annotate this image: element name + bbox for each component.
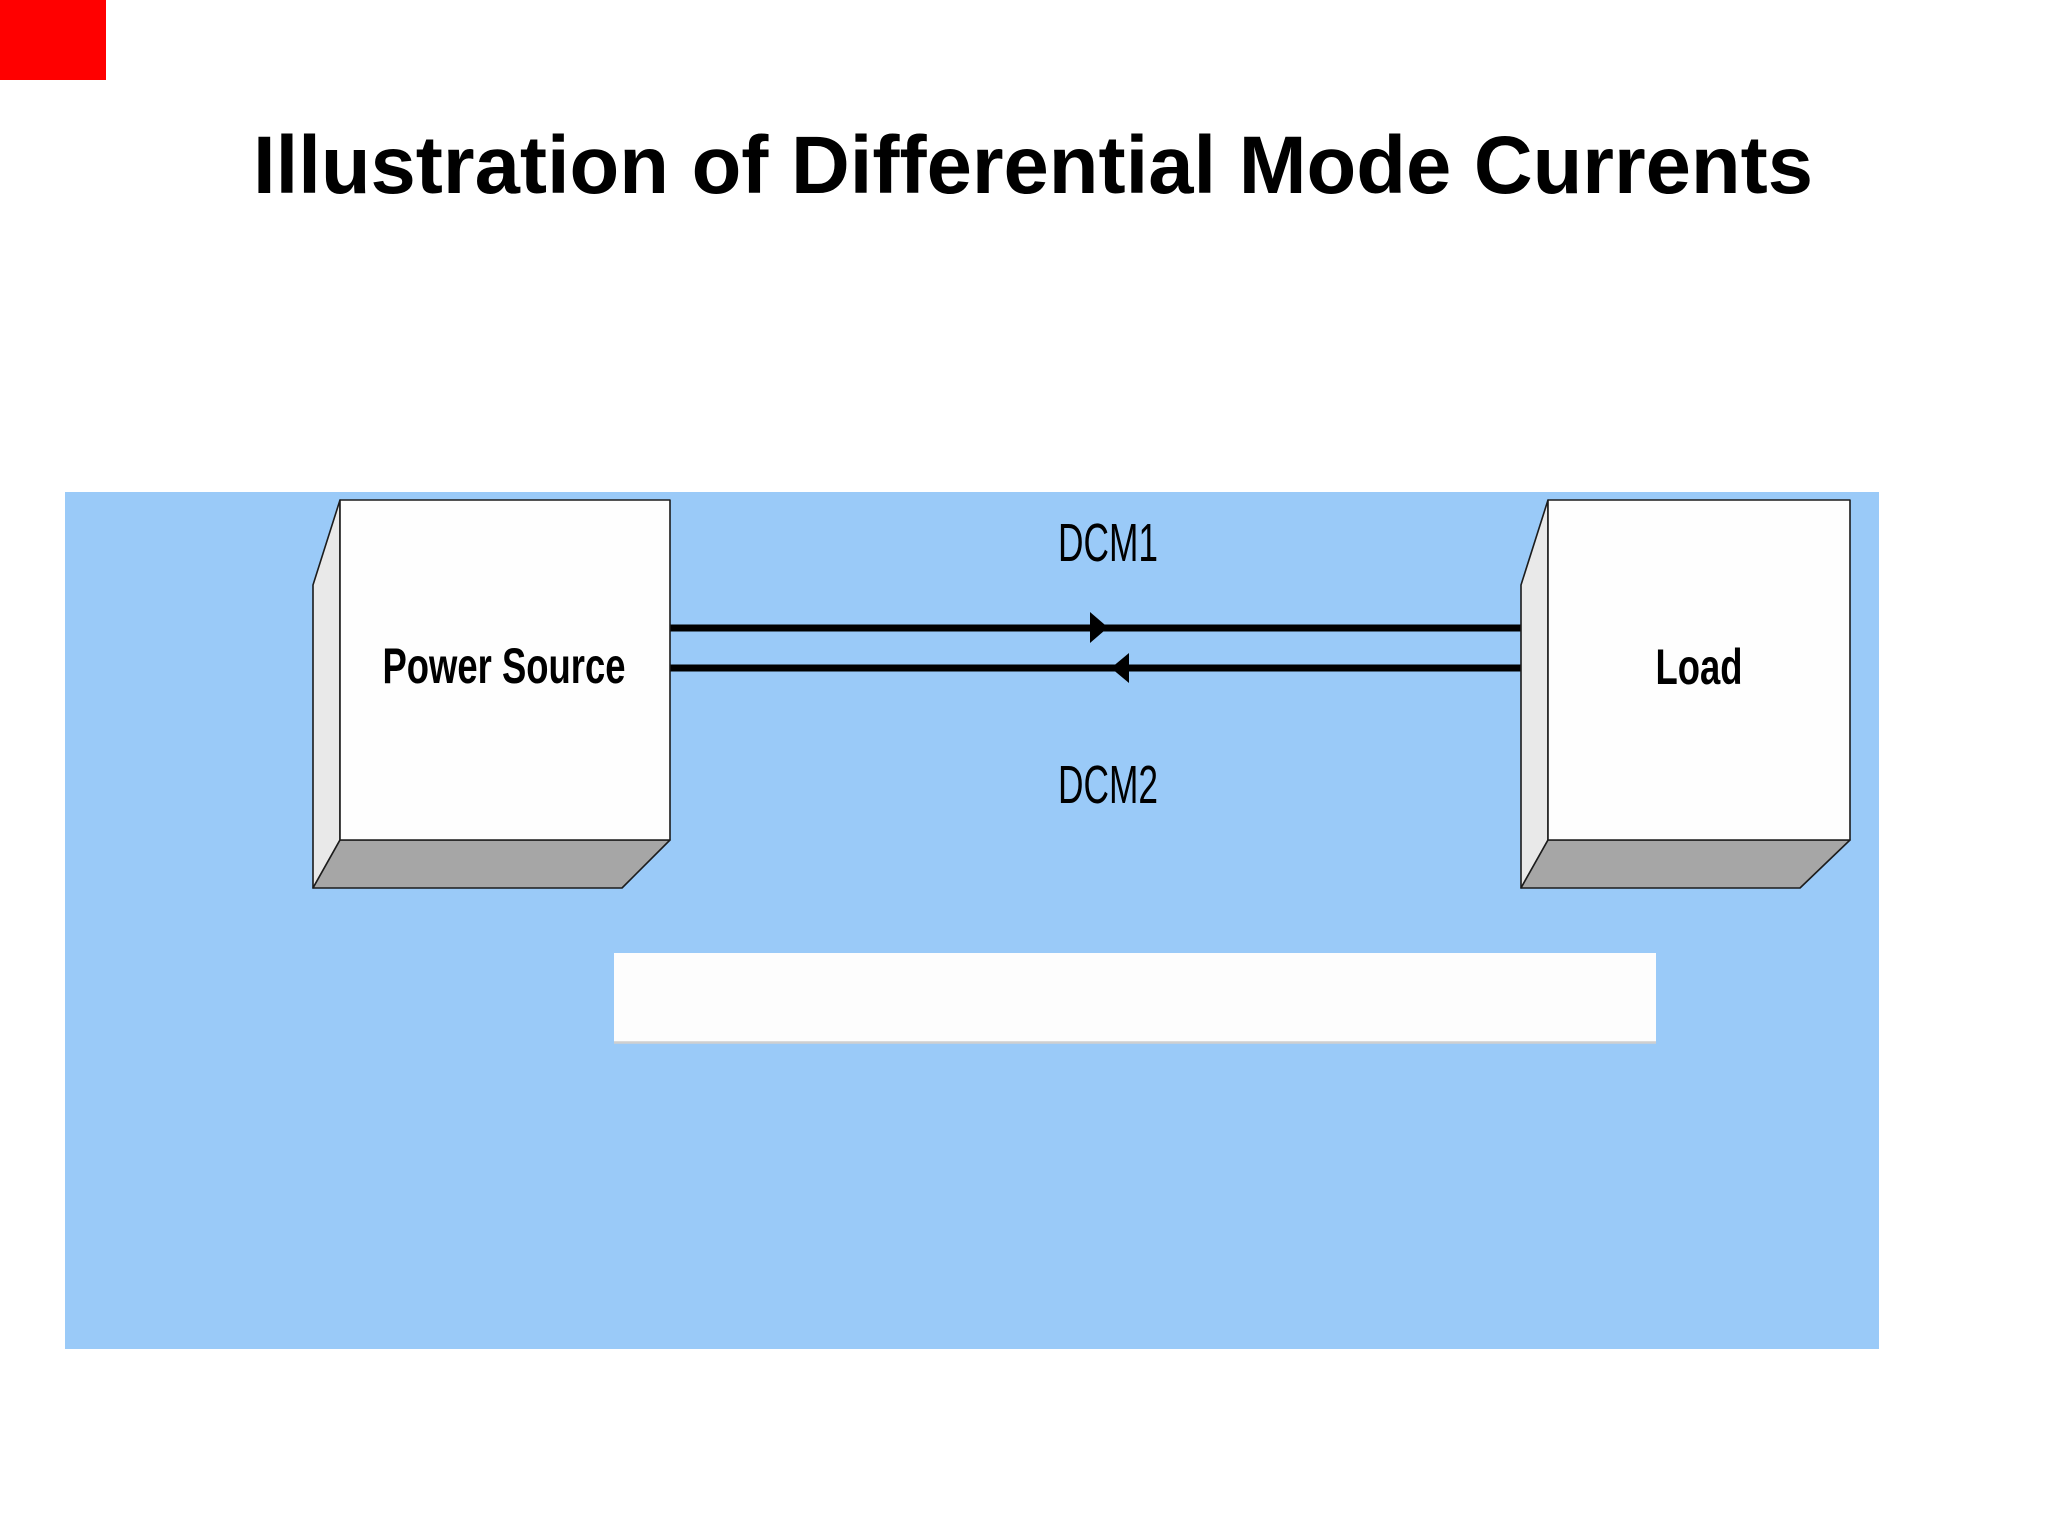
wire-dcm2 — [668, 664, 1552, 672]
wire-dcm1 — [668, 624, 1552, 632]
load-front-face — [1547, 499, 1851, 841]
dcm2-label: DCM2 — [1058, 755, 1158, 815]
dcm1-label: DCM1 — [1058, 513, 1158, 573]
white-bar-rect — [614, 953, 1656, 1042]
power-source-bottom-face — [312, 839, 671, 889]
power-source-front-face — [339, 499, 671, 841]
power-source-box: Power Source — [312, 499, 671, 889]
load-bottom-face — [1520, 839, 1851, 889]
power-source-label: Power Source — [383, 638, 626, 694]
arrowhead-right-icon — [1090, 612, 1108, 643]
red-marker — [0, 0, 106, 80]
load-box: Load — [1520, 499, 1851, 889]
load-label: Load — [1656, 639, 1743, 695]
arrowhead-left-icon — [1111, 653, 1129, 683]
slide-title: Illustration of Differential Mode Curren… — [253, 120, 1813, 211]
white-bar — [614, 953, 1656, 1044]
